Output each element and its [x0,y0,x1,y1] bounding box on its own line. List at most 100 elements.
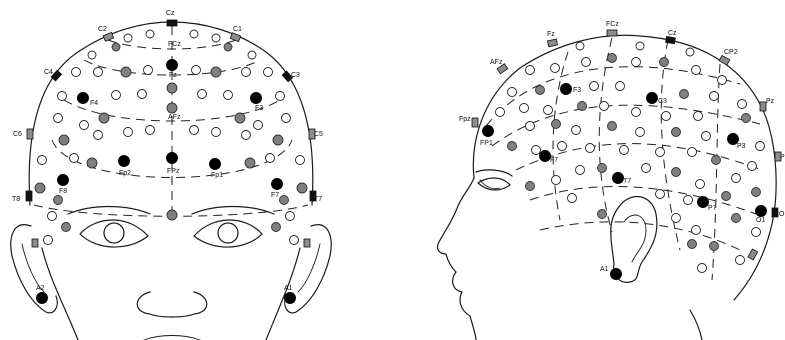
side-label-p: P [780,154,785,161]
electrode [87,158,97,168]
front-head-view: Cz C2 C1 C4 C3 C6 C5 T8 T7 FCz Fz AFz FP… [11,10,331,340]
electrode [576,166,585,175]
electrode-f7 [540,151,551,162]
electrode-f8 [58,175,69,186]
side-label-a1: A1 [600,266,609,273]
electrode [590,82,599,91]
electrode [58,92,67,101]
electrode [736,256,745,265]
electrode [632,58,641,67]
side-marker-o [772,208,778,217]
front-marker-side-l [304,239,310,247]
electrode [254,121,263,130]
electrode [248,51,256,59]
side-label-afz: AFz [490,59,503,66]
electrode [99,113,109,123]
side-label-cz: Cz [668,30,677,37]
front-label-c1: C1 [233,26,242,33]
electrode [662,112,671,121]
electrode [48,212,57,221]
electrode [656,190,665,199]
electrode [38,156,47,165]
electrode [167,103,177,113]
electrode-a1 [285,293,296,304]
front-marker-c1 [230,33,241,42]
electrode [124,34,132,42]
electrode [672,168,681,177]
side-brow [476,170,512,176]
side-label-pz: Pz [766,98,775,105]
side-eye [478,178,510,190]
electrode [710,242,719,251]
electrode [35,183,45,193]
electrode [44,236,53,245]
front-label-fp2: Fp2 [119,170,131,177]
front-label-c6: C6 [13,131,22,138]
electrode [526,182,535,191]
electrode-fp1 [483,126,494,137]
electrode [552,176,561,185]
side-label-p7: P7 [708,205,717,212]
side-label-fpz: Fpz [459,116,471,123]
electrode [608,122,617,131]
front-brow-right [68,207,150,215]
electrode [198,90,207,99]
front-marker-side-r [32,239,38,247]
electrode-c3 [647,93,658,104]
side-head-view: FCz Fz Cz CP2 AFz Pz Fpz P O FP1 F3 C3 P… [437,21,785,340]
electrode [167,210,177,220]
electrode [756,142,765,151]
electrode [80,121,89,130]
front-label-c2: C2 [98,26,107,33]
electrode [72,68,81,77]
electrode-a1 [611,269,622,280]
side-marker-back [748,249,758,260]
electrode [212,34,220,42]
electrode [702,132,711,141]
electrode [742,114,751,123]
electrode [272,223,281,232]
side-eye-lash [480,180,500,189]
electrode [266,154,275,163]
side-label-o: O [779,211,785,218]
front-marker-cz [167,20,177,26]
electrode [520,104,529,113]
electrode [536,86,545,95]
electrode [276,92,285,101]
front-marker-c6 [27,129,33,139]
electrode [146,126,155,135]
electrode [718,76,727,85]
front-iris-left [218,223,238,243]
electrode [88,51,96,59]
front-label-fpz: FPz [167,168,180,175]
electrode [242,131,251,140]
side-label-c3: C3 [658,98,667,105]
electrode [297,183,307,193]
front-label-fz: Fz [169,72,177,79]
front-label-fp1: Fp1 [211,172,223,179]
electrode [684,196,693,205]
side-neck [690,310,702,340]
electrode [121,67,131,77]
side-electrodes [483,42,767,280]
side-label-fp1: FP1 [480,140,493,147]
front-label-c3: C3 [291,72,300,79]
side-edge-markers [472,30,781,260]
front-neck-right [266,248,300,340]
electrode [211,67,221,77]
electrode [636,42,644,50]
electrode-t7 [613,173,624,184]
electrode-fp2 [119,156,130,167]
electrode [264,68,273,77]
front-label-c5: C5 [314,131,323,138]
electrode [190,30,198,38]
electrode [732,214,741,223]
electrode-p7 [698,197,709,208]
side-ear-inner [624,215,646,262]
electrode [532,146,541,155]
electrode [242,68,251,77]
electrode [235,113,245,123]
electrode [59,135,69,145]
front-label-f8: F8 [59,188,67,195]
electrode [146,30,154,38]
